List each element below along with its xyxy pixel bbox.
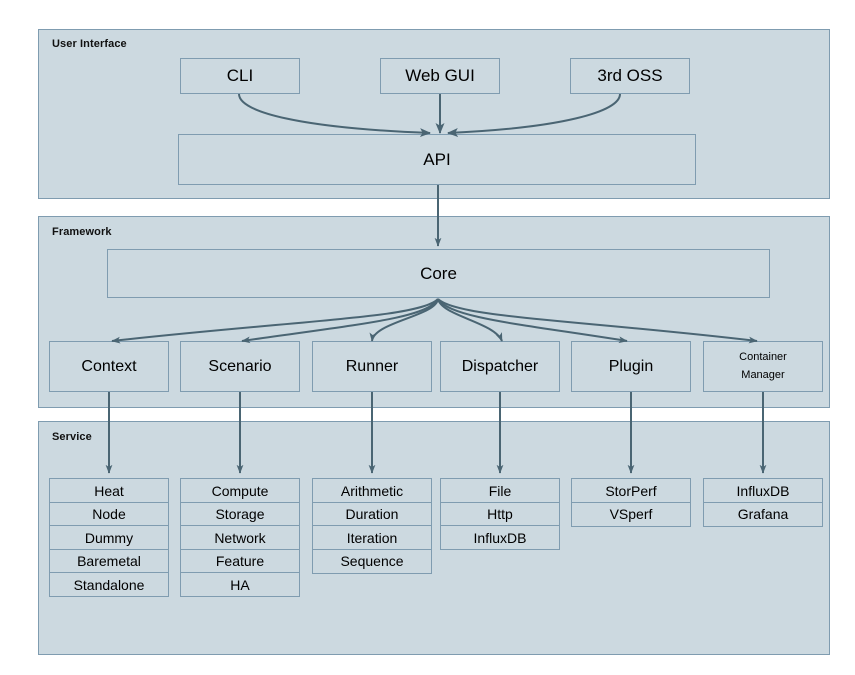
leaf-dummy[interactable]: Dummy (49, 525, 169, 550)
leaf-ha[interactable]: HA (180, 572, 300, 597)
node-dispatcher[interactable]: Dispatcher (440, 341, 560, 392)
node-context[interactable]: Context (49, 341, 169, 392)
node-container-manager[interactable]: Container Manager (703, 341, 823, 392)
leaf-node[interactable]: Node (49, 501, 169, 527)
service-column-scenario: Compute Storage Network Feature HA (180, 478, 300, 597)
service-column-container: InfluxDB Grafana (703, 478, 823, 527)
leaf-feature[interactable]: Feature (180, 548, 300, 574)
node-container-manager-line1: Container (739, 351, 787, 364)
leaf-file[interactable]: File (440, 478, 560, 503)
leaf-iteration[interactable]: Iteration (312, 525, 432, 550)
service-column-dispatcher: File Http InfluxDB (440, 478, 560, 550)
leaf-storperf[interactable]: StorPerf (571, 478, 691, 503)
leaf-heat[interactable]: Heat (49, 478, 169, 503)
leaf-arithmetic[interactable]: Arithmetic (312, 478, 432, 503)
leaf-baremetal[interactable]: Baremetal (49, 548, 169, 574)
service-column-context: Heat Node Dummy Baremetal Standalone (49, 478, 169, 597)
leaf-influxdb-container[interactable]: InfluxDB (703, 478, 823, 503)
leaf-http[interactable]: Http (440, 501, 560, 527)
leaf-grafana[interactable]: Grafana (703, 501, 823, 527)
leaf-compute[interactable]: Compute (180, 478, 300, 503)
node-core[interactable]: Core (107, 249, 770, 298)
leaf-influxdb-dispatcher[interactable]: InfluxDB (440, 525, 560, 550)
node-cli[interactable]: CLI (180, 58, 300, 94)
node-scenario[interactable]: Scenario (180, 341, 300, 392)
leaf-standalone[interactable]: Standalone (49, 572, 169, 597)
service-column-runner: Arithmetic Duration Iteration Sequence (312, 478, 432, 574)
node-container-manager-line2: Manager (741, 368, 785, 381)
node-3rd-oss[interactable]: 3rd OSS (570, 58, 690, 94)
panel-title-service: Service (52, 431, 92, 443)
leaf-sequence[interactable]: Sequence (312, 548, 432, 574)
leaf-vsperf[interactable]: VSperf (571, 501, 691, 527)
node-runner[interactable]: Runner (312, 341, 432, 392)
leaf-storage[interactable]: Storage (180, 501, 300, 527)
service-column-plugin: StorPerf VSperf (571, 478, 691, 527)
node-plugin[interactable]: Plugin (571, 341, 691, 392)
leaf-duration[interactable]: Duration (312, 501, 432, 527)
node-api[interactable]: API (178, 134, 696, 185)
panel-title-user-interface: User Interface (52, 38, 127, 50)
panel-title-framework: Framework (52, 226, 112, 238)
leaf-network[interactable]: Network (180, 525, 300, 550)
panel-service (38, 421, 830, 655)
node-web-gui[interactable]: Web GUI (380, 58, 500, 94)
